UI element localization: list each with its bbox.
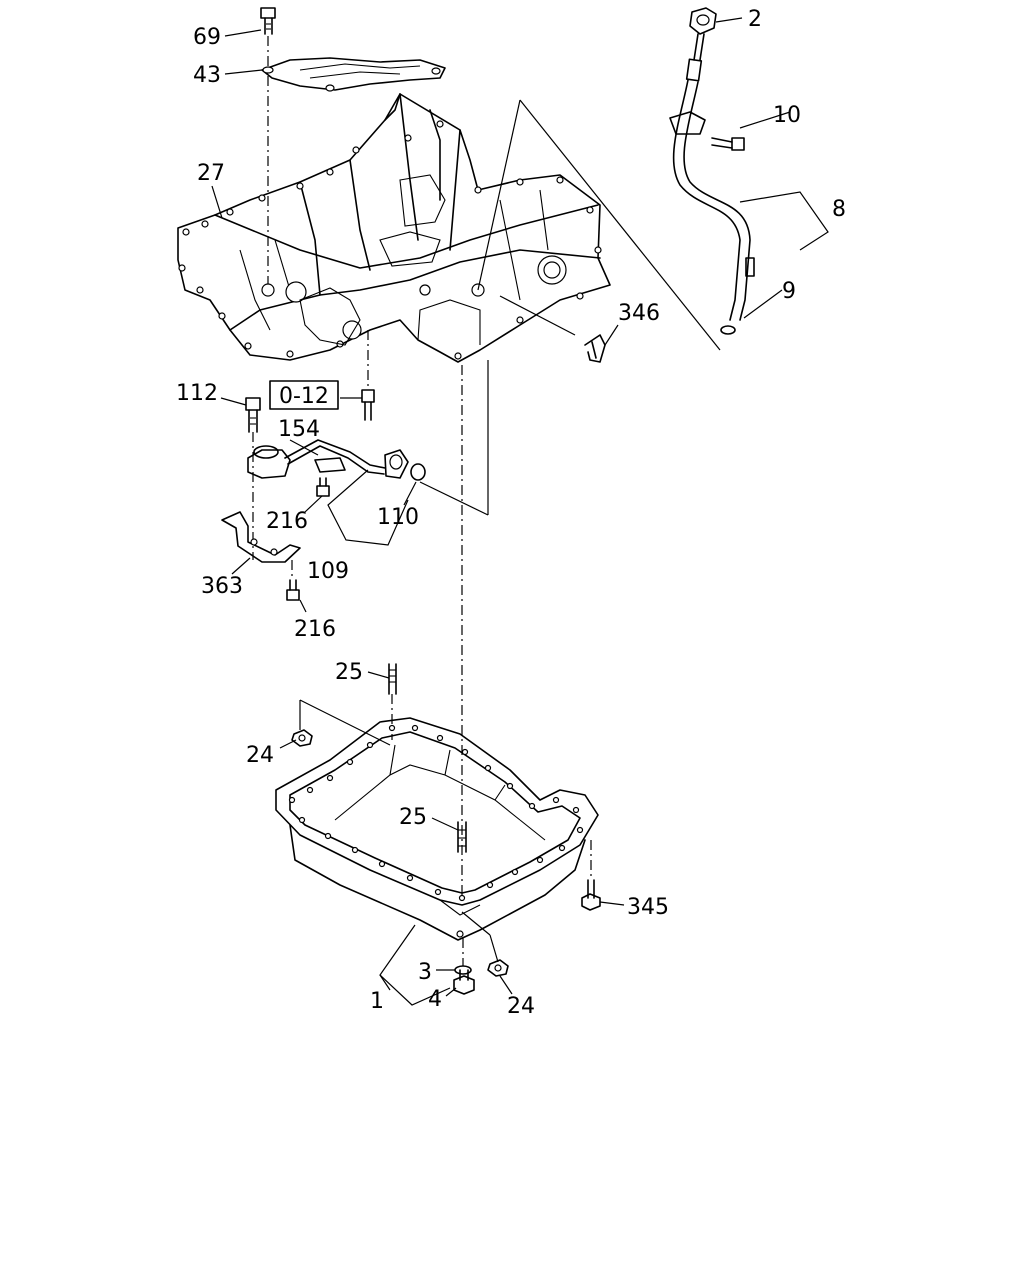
callout-9: 9 <box>782 279 796 304</box>
leader-346-label <box>604 324 619 346</box>
leader-345 <box>599 901 625 906</box>
o-ring-110 <box>410 463 426 481</box>
leader-216-lower <box>299 599 307 613</box>
leader-27 <box>211 185 223 219</box>
leader-216-upper <box>304 495 323 513</box>
lower-oil-pan-1 <box>275 717 599 941</box>
dipstick-2 <box>685 7 717 82</box>
leader-24-right-diag <box>461 911 491 936</box>
callout-24-left: 24 <box>246 743 274 768</box>
callout-363: 363 <box>201 574 243 599</box>
leader-1 <box>379 974 391 991</box>
bolt-10 <box>711 137 745 151</box>
callout-4: 4 <box>428 987 442 1012</box>
reference-box-0-12 <box>269 380 339 410</box>
leader-346 <box>499 295 576 336</box>
callout-112: 112 <box>176 381 218 406</box>
leader-24-right-vert <box>489 934 499 963</box>
bracket-43 <box>261 57 446 92</box>
callout-216-lower: 216 <box>294 617 336 642</box>
bolt-112 <box>245 397 261 433</box>
nut-216-lower <box>286 579 300 601</box>
nut-24-left <box>291 729 313 747</box>
callout-69: 69 <box>193 25 221 50</box>
leader-10 <box>739 111 791 129</box>
clip-346 <box>584 334 606 363</box>
callout-27: 27 <box>197 161 225 186</box>
callout-24-right: 24 <box>507 994 535 1019</box>
leader-9 <box>743 289 783 319</box>
nut-216-upper <box>316 477 330 497</box>
leader-43 <box>224 69 263 75</box>
oil-strainer <box>299 287 361 346</box>
leader-69 <box>224 29 262 37</box>
leader-25-upper <box>367 671 390 679</box>
leader-154 <box>289 439 319 456</box>
callout-3: 3 <box>418 960 432 985</box>
callout-43: 43 <box>193 63 221 88</box>
callout-25-center: 25 <box>399 805 427 830</box>
bolt-69 <box>260 7 276 35</box>
leader-27-inner <box>477 99 521 291</box>
callout-2: 2 <box>748 7 762 32</box>
leader-110 <box>403 481 417 506</box>
bolt-345 <box>581 879 601 911</box>
bolt-0-12 <box>361 389 375 421</box>
callout-0-12: 0-12 <box>279 384 329 409</box>
dipstick-tube-8 <box>669 79 755 321</box>
callout-154: 154 <box>278 417 320 442</box>
callout-25-upper: 25 <box>335 660 363 685</box>
callout-10: 10 <box>773 103 801 128</box>
callout-110: 110 <box>377 505 419 530</box>
callout-8: 8 <box>832 197 846 222</box>
callout-345: 345 <box>627 895 669 920</box>
leader-25-center <box>431 817 459 831</box>
leader-363 <box>231 557 251 575</box>
callout-216-upper: 216 <box>266 509 308 534</box>
stud-25-center <box>457 821 467 853</box>
leader-24-left-diag <box>299 699 391 746</box>
leader-110-diag <box>419 481 489 516</box>
leader-2 <box>715 17 743 23</box>
o-ring-9 <box>720 325 736 335</box>
leader-4 <box>445 987 457 997</box>
callout-1: 1 <box>370 989 384 1014</box>
bracket-1 <box>379 924 451 1006</box>
oil-level-sensor-109 <box>247 439 409 479</box>
callout-346: 346 <box>618 301 660 326</box>
leader-24-right <box>499 975 513 995</box>
bracket-363 <box>221 511 301 563</box>
stud-25-upper <box>388 663 397 695</box>
bracket-8 <box>739 191 829 251</box>
leader-112 <box>220 397 247 406</box>
bracket-109 <box>327 469 409 546</box>
callout-109: 109 <box>307 559 349 584</box>
upper-oil-pan-27 <box>177 93 611 363</box>
leader-24-left <box>279 739 297 749</box>
nut-24-right <box>487 959 509 977</box>
leader-27-9 <box>519 99 721 351</box>
